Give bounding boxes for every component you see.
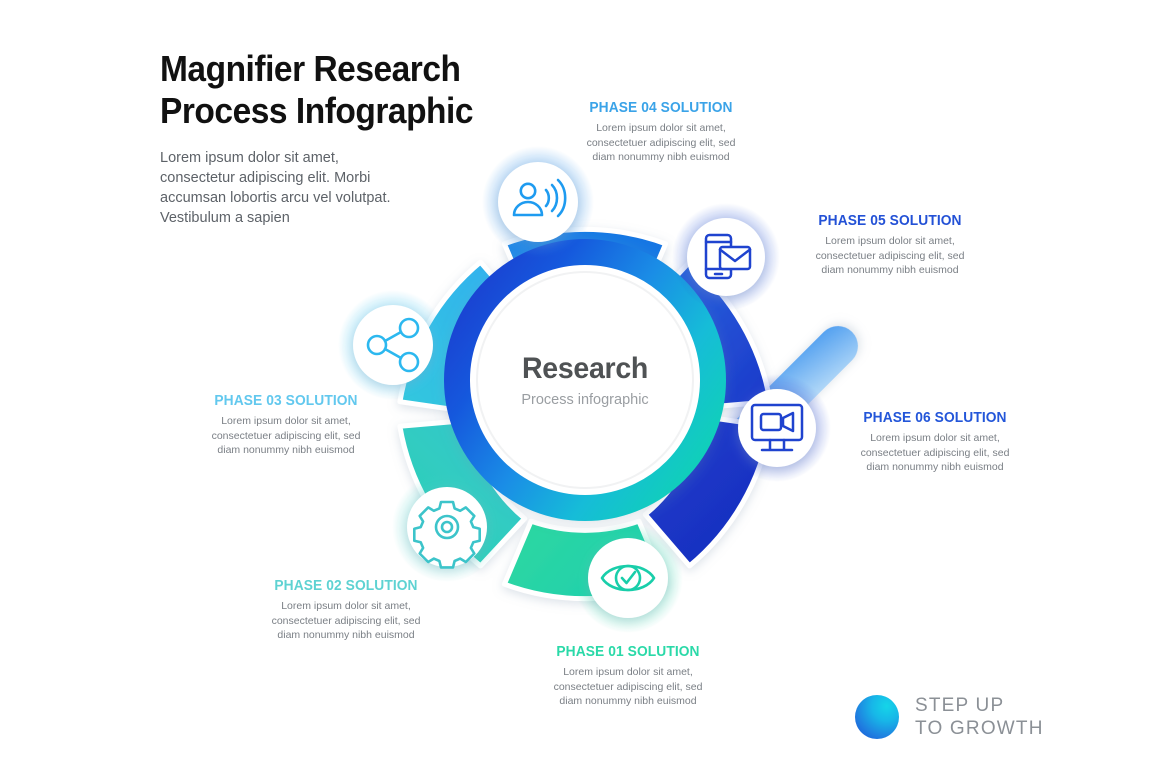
icon-bubble-phase-05[interactable]	[672, 203, 780, 311]
phase-title-04: PHASE 04 SOLUTION	[589, 100, 733, 116]
phase-body-05: Lorem ipsum dolor sit amet, consectetuer…	[815, 235, 965, 276]
phase-label-phase-06: PHASE 06 SOLUTION Lorem ipsum dolor sit …	[825, 410, 1045, 475]
phase-title-02: PHASE 02 SOLUTION	[274, 578, 418, 594]
phase-label-phase-02: PHASE 02 SOLUTION Lorem ipsum dolor sit …	[236, 578, 456, 643]
eye-check-icon	[600, 564, 656, 592]
share-nodes-icon	[366, 317, 420, 373]
person-signal-icon	[512, 178, 567, 218]
gear-icon	[413, 500, 481, 569]
phase-title-05: PHASE 05 SOLUTION	[818, 213, 962, 229]
icon-bubble-phase-03[interactable]	[338, 290, 448, 400]
icon-bubble-phase-04[interactable]	[482, 146, 594, 258]
magnifier-lens	[444, 239, 726, 521]
phase-body-02: Lorem ipsum dolor sit amet, consectetuer…	[271, 600, 421, 641]
logo-text: STEP UP TO GROWTH	[915, 695, 1044, 739]
phase-label-phase-01: PHASE 01 SOLUTION Lorem ipsum dolor sit …	[518, 644, 738, 709]
phase-body-06: Lorem ipsum dolor sit amet, consectetuer…	[860, 432, 1010, 473]
icon-bubble-phase-02[interactable]	[392, 472, 502, 582]
phase-label-phase-03: PHASE 03 SOLUTION Lorem ipsum dolor sit …	[176, 393, 396, 458]
page-subtitle: Lorem ipsum dolor sit amet, consectetur …	[160, 150, 391, 226]
logo-block: STEP UP TO GROWTH	[855, 694, 1044, 740]
mobile-mail-icon	[704, 233, 752, 280]
page-title: Magnifier Research Process Infographic	[160, 48, 474, 131]
phase-title-06: PHASE 06 SOLUTION	[863, 410, 1007, 426]
phase-title-01: PHASE 01 SOLUTION	[556, 644, 700, 660]
gradient-sphere-icon	[855, 695, 899, 739]
monitor-video-icon	[750, 403, 804, 452]
phase-label-phase-04: PHASE 04 SOLUTION Lorem ipsum dolor sit …	[551, 100, 771, 165]
phase-body-04: Lorem ipsum dolor sit amet, consectetuer…	[586, 122, 736, 163]
header-block: Magnifier Research Process Infographic L…	[160, 48, 580, 228]
icon-bubble-phase-01[interactable]	[573, 523, 683, 633]
icon-bubble-phase-06[interactable]	[723, 374, 831, 482]
phase-label-phase-05: PHASE 05 SOLUTION Lorem ipsum dolor sit …	[780, 213, 1000, 278]
phase-body-01: Lorem ipsum dolor sit amet, consectetuer…	[553, 666, 703, 707]
phase-body-03: Lorem ipsum dolor sit amet, consectetuer…	[211, 415, 361, 456]
phase-title-03: PHASE 03 SOLUTION	[214, 393, 358, 409]
